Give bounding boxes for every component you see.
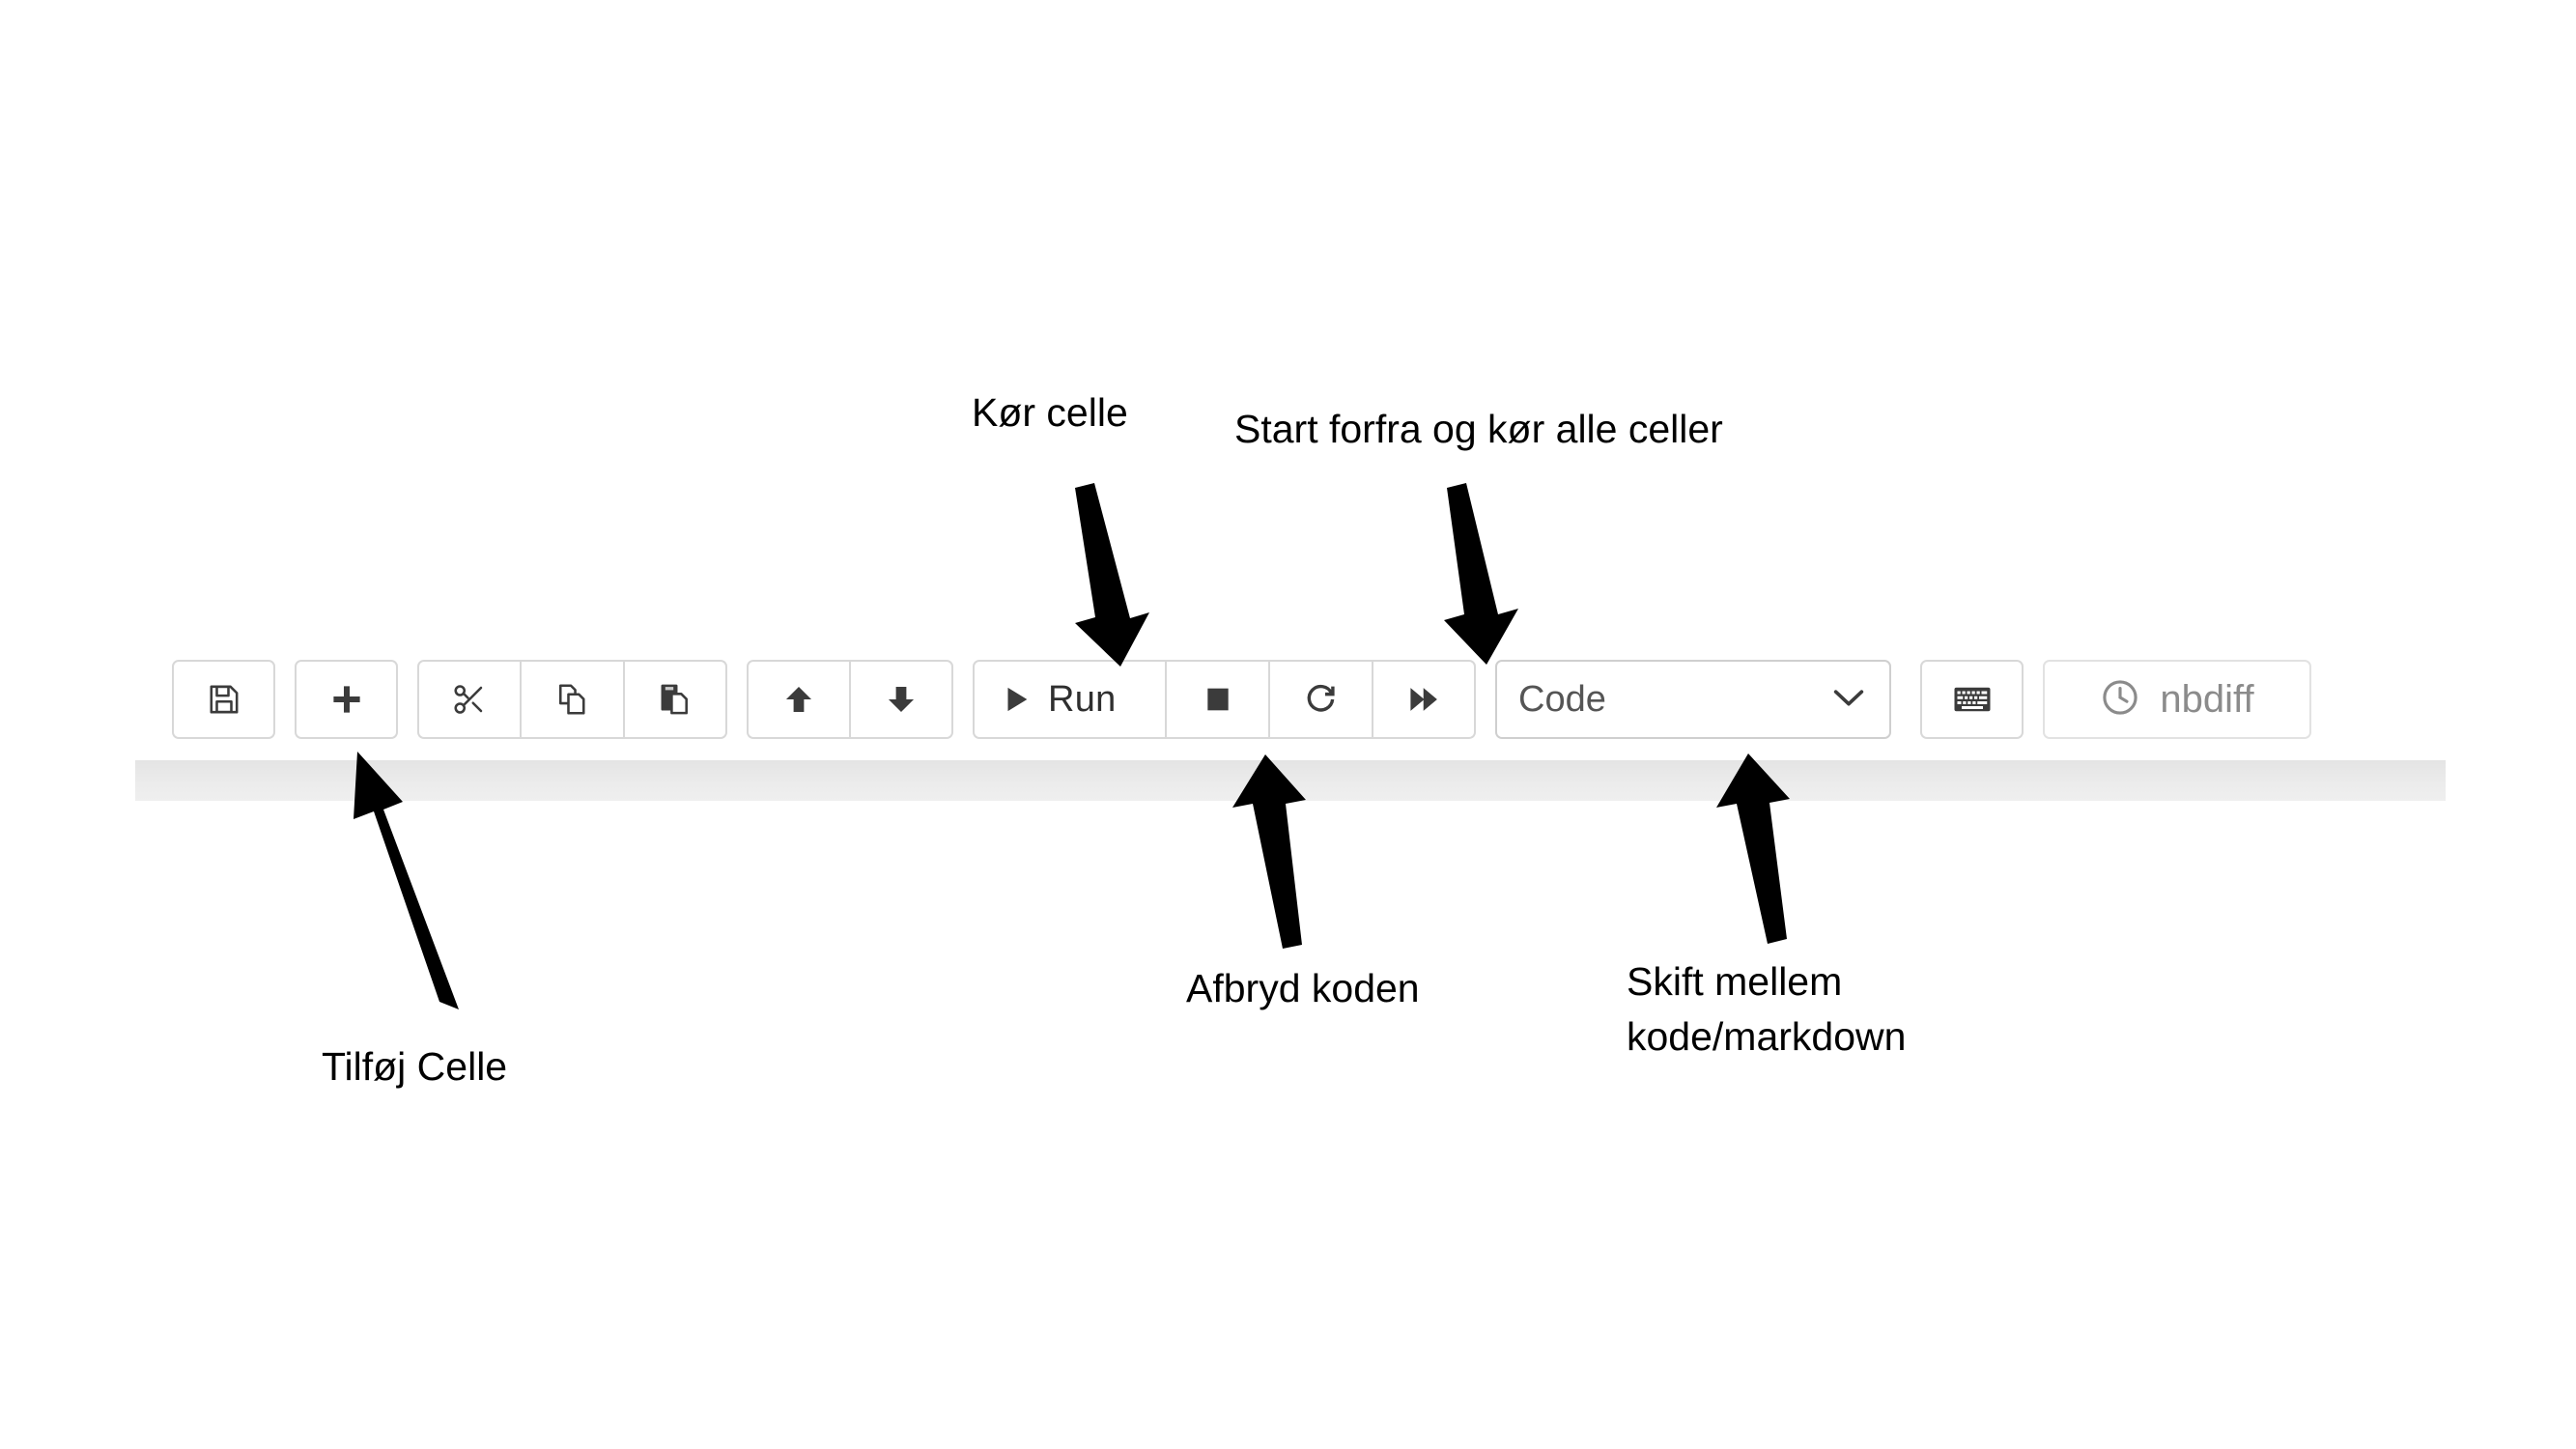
arrow-up-icon <box>782 683 815 716</box>
cell-type-selected-value: Code <box>1518 678 1606 720</box>
fast-forward-icon <box>1407 683 1440 716</box>
cut-cell-button[interactable] <box>417 660 521 739</box>
nbdiff-label: nbdiff <box>2160 677 2254 721</box>
edit-group <box>417 660 727 739</box>
run-cell-button[interactable]: Run <box>973 660 1166 739</box>
clock-icon <box>2100 677 2140 723</box>
paste-icon <box>658 682 693 717</box>
cell-type-select[interactable]: Code <box>1495 660 1891 739</box>
copy-cell-button[interactable] <box>521 660 624 739</box>
paste-cell-button[interactable] <box>624 660 727 739</box>
move-cell-up-button[interactable] <box>747 660 850 739</box>
floppy-disk-icon <box>207 682 241 717</box>
move-group <box>747 660 953 739</box>
restart-circle-icon <box>1305 683 1338 716</box>
arrow-down-icon <box>885 683 918 716</box>
notebook-toolbar: Run <box>172 660 2311 756</box>
arrow-run-cell <box>1075 483 1149 667</box>
annotation-add-cell-label: Tilføj Celle <box>322 1044 508 1089</box>
restart-and-run-all-button[interactable] <box>1373 660 1476 739</box>
arrow-restart-run-all <box>1444 483 1518 665</box>
chevron-down-icon <box>1829 684 1868 716</box>
annotation-cell-type-label-line2: kode/markdown <box>1627 1014 1907 1059</box>
annotation-interrupt-label: Afbryd koden <box>1186 966 1420 1010</box>
save-group <box>172 660 275 739</box>
stop-square-icon <box>1203 684 1233 715</box>
interrupt-kernel-button[interactable] <box>1166 660 1269 739</box>
annotation-cell-type-label-line1: Skift mellem <box>1627 959 1843 1004</box>
keyboard-icon <box>1953 685 1992 714</box>
play-icon <box>1000 683 1033 716</box>
command-palette-button[interactable] <box>1920 660 2024 739</box>
copy-icon <box>555 682 590 717</box>
run-group: Run <box>973 660 1476 739</box>
run-button-label: Run <box>1048 678 1117 720</box>
nbdiff-button[interactable]: nbdiff <box>2043 660 2311 739</box>
plus-icon <box>328 681 365 718</box>
move-cell-down-button[interactable] <box>850 660 953 739</box>
annotation-restart-run-all-label: Start forfra og kør alle celler <box>1234 407 1723 451</box>
annotation-run-cell-label: Kør celle <box>972 390 1128 435</box>
save-button[interactable] <box>172 660 275 739</box>
scissors-icon <box>452 682 487 717</box>
insert-group <box>295 660 398 739</box>
palette-group <box>1920 660 2024 739</box>
insert-cell-below-button[interactable] <box>295 660 398 739</box>
notebook-body-strip <box>135 760 2446 801</box>
restart-kernel-button[interactable] <box>1269 660 1373 739</box>
